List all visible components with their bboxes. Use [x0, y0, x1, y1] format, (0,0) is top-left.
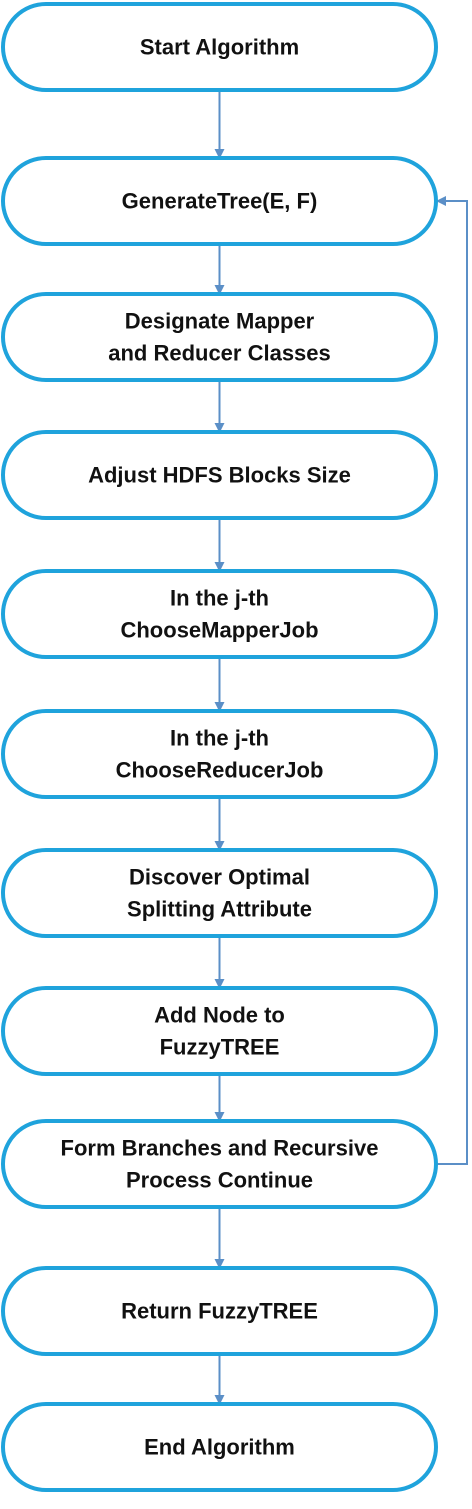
node-discover-attribute-label-line-2: Splitting Attribute: [127, 897, 312, 922]
node-adjust-hdfs-label-line-1: Adjust HDFS Blocks Size: [88, 463, 351, 488]
node-choose-reducer-job-shape: [1, 709, 438, 799]
node-form-branches-label-line-1: Form Branches and Recursive: [61, 1136, 379, 1161]
node-end-shape: [1, 1402, 438, 1492]
node-start-shape: [1, 2, 438, 92]
node-form-branches-label-line-2: Process Continue: [126, 1168, 313, 1193]
node-generate-tree-label-line-1: GenerateTree(E, F): [122, 189, 318, 214]
node-choose-mapper-job-shape: [1, 569, 438, 659]
node-return-tree-shape: [1, 1266, 438, 1356]
node-generate-tree: GenerateTree(E, F): [1, 156, 438, 246]
node-discover-attribute-shape: [1, 848, 438, 938]
node-designate-classes-label-line-2: and Reducer Classes: [108, 341, 331, 366]
node-adjust-hdfs-shape: [1, 430, 438, 520]
node-designate-classes-shape: [1, 292, 438, 382]
edge-form-branches-to-generate-tree: [436, 196, 468, 1165]
node-choose-mapper-job-label-line-2: ChooseMapperJob: [120, 618, 318, 643]
edges-layer: [214, 91, 468, 1405]
node-return-tree-label-line-1: Return FuzzyTREE: [121, 1299, 318, 1324]
node-designate-classes: Designate Mapper and Reducer Classes: [1, 292, 438, 382]
node-add-node-label-line-2: FuzzyTREE: [160, 1035, 280, 1060]
node-designate-classes-label-line-1: Designate Mapper: [125, 309, 315, 334]
node-start: Start Algorithm: [1, 2, 438, 92]
node-discover-attribute-label-line-1: Discover Optimal: [129, 865, 310, 890]
node-add-node-shape: [1, 986, 438, 1076]
node-choose-reducer-job-label-line-2: ChooseReducerJob: [116, 758, 324, 783]
node-start-label-line-1: Start Algorithm: [140, 35, 299, 60]
node-adjust-hdfs: Adjust HDFS Blocks Size: [1, 430, 438, 520]
node-choose-mapper-job-label-line-1: In the j-th: [170, 586, 269, 611]
node-choose-reducer-job-label-line-1: In the j-th: [170, 726, 269, 751]
node-form-branches-shape: [1, 1119, 438, 1209]
node-end-label-line-1: End Algorithm: [144, 1435, 295, 1460]
node-end: End Algorithm: [1, 1402, 438, 1492]
node-add-node: Add Node to FuzzyTREE: [1, 986, 438, 1076]
node-generate-tree-shape: [1, 156, 438, 246]
node-add-node-label-line-1: Add Node to: [154, 1003, 285, 1028]
node-return-tree: Return FuzzyTREE: [1, 1266, 438, 1356]
